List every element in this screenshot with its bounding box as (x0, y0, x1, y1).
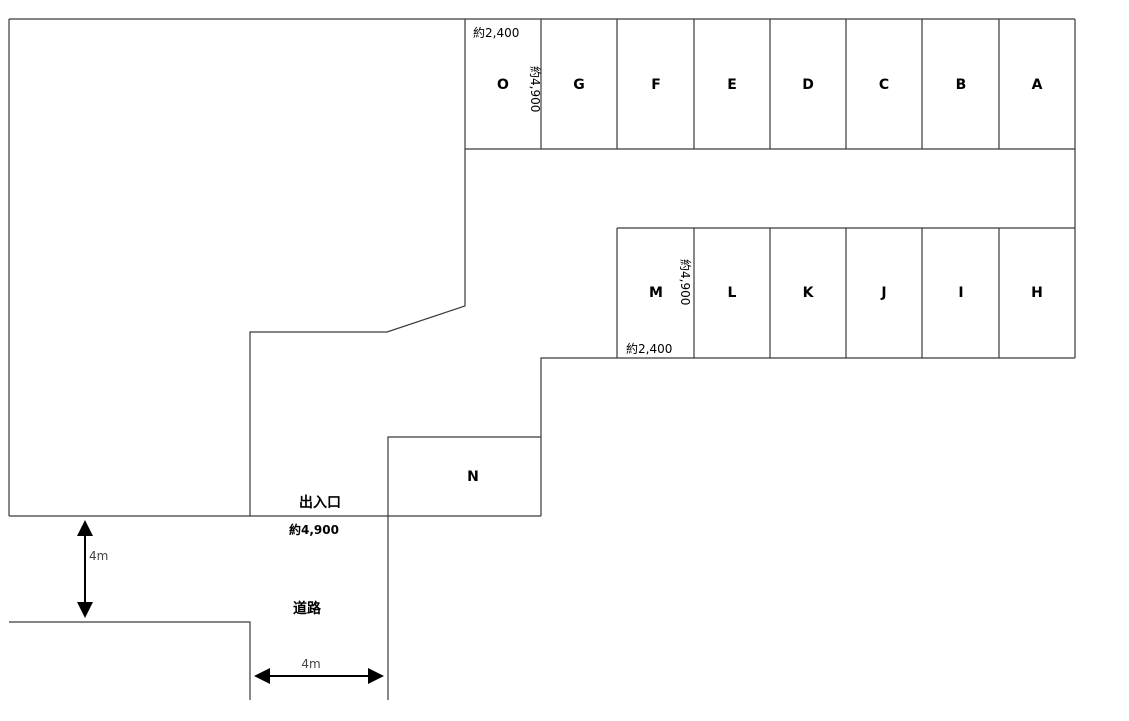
top-row-spaces: O G F E D C B A (497, 77, 1043, 93)
space-i: I (958, 285, 963, 301)
space-dividers (540, 19, 1000, 358)
space-o: O (497, 77, 509, 93)
space-l: L (728, 285, 737, 301)
bottom-depth-dimension: 約4,900 (678, 259, 693, 305)
space-e: E (727, 77, 737, 93)
road-label: 道路 (293, 600, 322, 617)
lot-outline (8, 18, 1076, 700)
space-g: G (573, 77, 585, 93)
entrance-label: 出入口 (299, 494, 341, 511)
road-width-label-vertical: 4m (89, 549, 108, 563)
top-depth-dimension: 約4,900 (528, 66, 543, 112)
space-b: B (956, 77, 967, 93)
space-c: C (879, 77, 889, 93)
space-d: D (802, 77, 814, 93)
space-k: K (803, 285, 815, 301)
space-a: A (1032, 77, 1043, 93)
space-h: H (1031, 285, 1043, 301)
bottom-row-spaces: M L K J I H (649, 285, 1043, 301)
bottom-width-dimension: 約2,400 (626, 341, 672, 356)
road-width-label-horizontal: 4m (301, 657, 320, 671)
space-m: M (649, 285, 663, 301)
top-width-dimension: 約2,400 (473, 25, 519, 40)
space-n: N (467, 469, 479, 485)
space-j: J (880, 285, 886, 301)
entrance-width-dimension: 約4,900 (289, 522, 339, 537)
space-f: F (651, 77, 661, 93)
